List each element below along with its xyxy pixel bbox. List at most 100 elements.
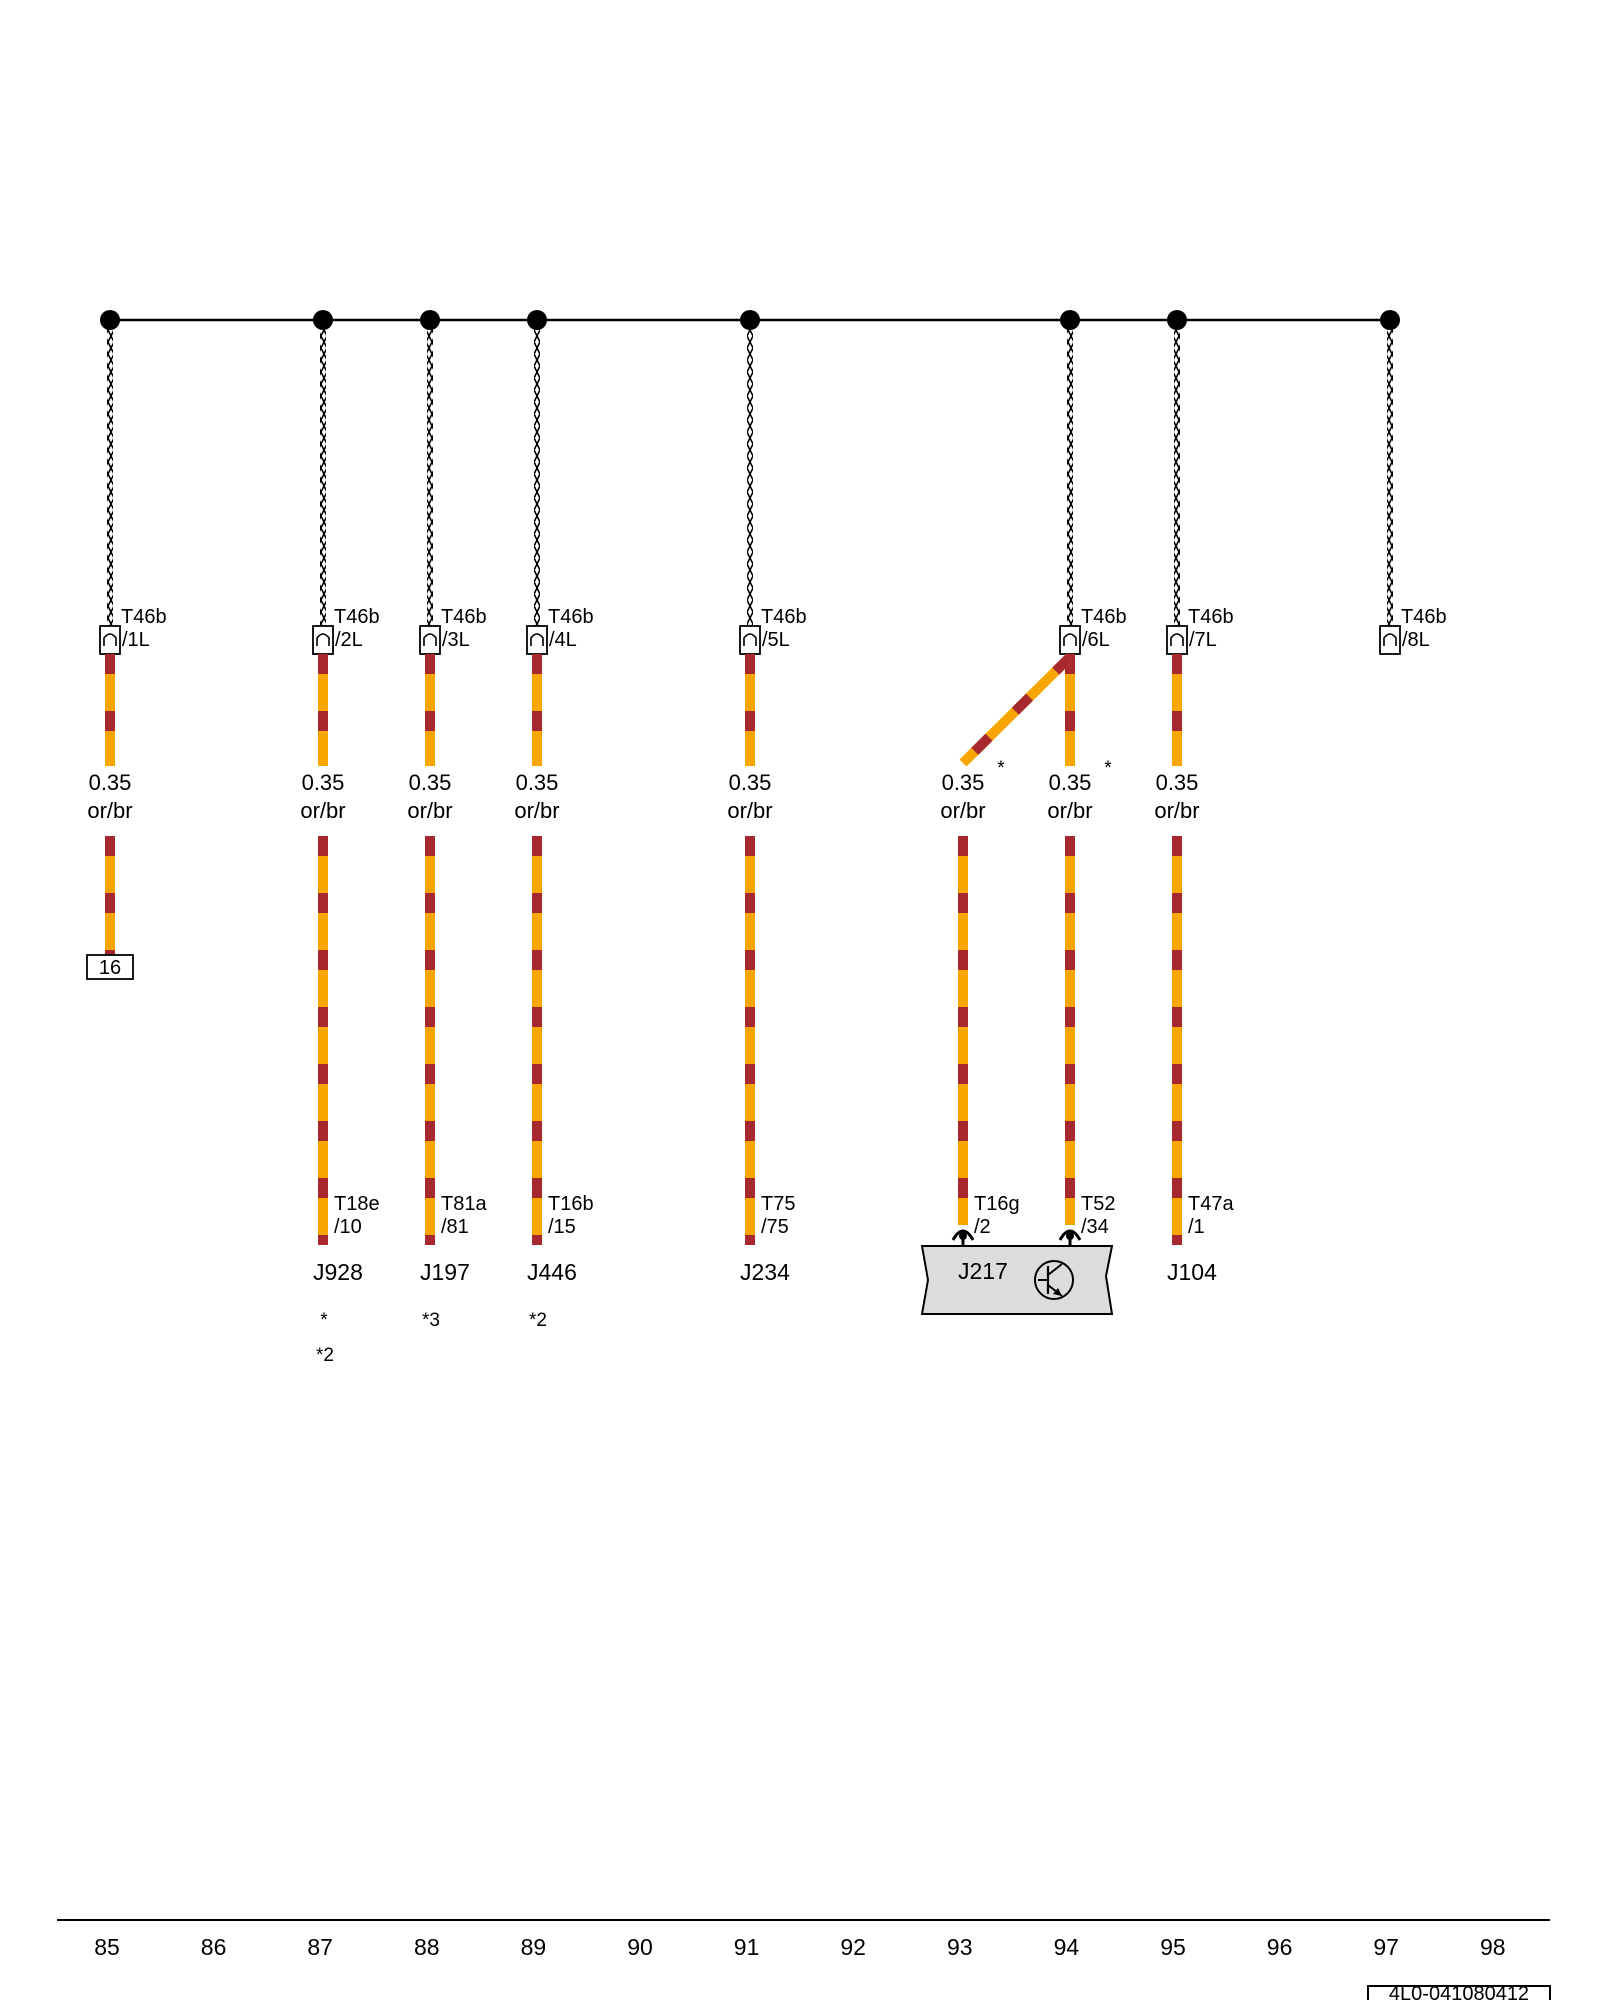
wire-8-size: 0.35 — [1156, 770, 1199, 795]
drop-label-6-pin: /6L — [1082, 629, 1110, 651]
drop-label-4-pin: /4L — [549, 629, 577, 651]
term-2-note-1: *3 — [422, 1310, 440, 1331]
twisted-drop-6 — [1067, 320, 1073, 628]
connector-housing-8 — [1379, 625, 1401, 655]
twisted-drop-7 — [1174, 320, 1180, 628]
term-5-connector: T16g — [974, 1193, 1020, 1215]
term-6-pin: /34 — [1081, 1216, 1109, 1238]
connector-pin-7 — [1170, 633, 1184, 646]
term-2-connector: T81a — [441, 1193, 487, 1215]
wire-7-color: or/br — [1047, 798, 1092, 823]
bus-node-1 — [100, 310, 120, 330]
drop-label-1-connector: T46b — [121, 606, 167, 628]
connector-pin-8 — [1383, 633, 1397, 646]
wire-6-size: 0.35 — [942, 770, 985, 795]
transistor-icon — [1034, 1260, 1074, 1300]
term-1-pin: /10 — [334, 1216, 362, 1238]
drop-label-7-connector: T46b — [1188, 606, 1234, 628]
term-2-component: J197 — [420, 1259, 470, 1285]
grid-number-96: 96 — [1267, 1934, 1293, 1960]
term-3-pin: /15 — [548, 1216, 576, 1238]
twisted-drop-2 — [320, 320, 326, 628]
term-3-connector: T16b — [548, 1193, 594, 1215]
grid-number-92: 92 — [840, 1934, 866, 1960]
module-pin-2 — [1058, 1229, 1082, 1241]
connector-pin-1 — [103, 633, 117, 646]
drop-label-1-pin: /1L — [122, 629, 150, 651]
wire-6-color: or/br — [940, 798, 985, 823]
bus-node-7 — [1167, 310, 1187, 330]
drawing-id-box — [1367, 1985, 1551, 2000]
term-1-component: J928 — [313, 1259, 363, 1285]
connector-pin-5 — [743, 633, 757, 646]
connector-housing-3 — [419, 625, 441, 655]
connector-housing-6 — [1059, 625, 1081, 655]
control-module-label: J217 — [958, 1258, 1008, 1284]
twisted-drop-5 — [747, 320, 753, 628]
connector-housing-4 — [526, 625, 548, 655]
term-1-note-1: * — [320, 1310, 328, 1331]
term-1-connector: T18e — [334, 1193, 380, 1215]
wire-7-mark: * — [1104, 758, 1112, 779]
drop-label-4-connector: T46b — [548, 606, 594, 628]
wire-5-size: 0.35 — [729, 770, 772, 795]
term-4-component: J234 — [740, 1259, 790, 1285]
wire-2-color: or/br — [300, 798, 345, 823]
connector-housing-5 — [739, 625, 761, 655]
grid-number-87: 87 — [307, 1934, 333, 1960]
drop-label-7-pin: /7L — [1189, 629, 1217, 651]
connector-pin-3 — [423, 633, 437, 646]
connector-housing-7 — [1166, 625, 1188, 655]
grid-number-93: 93 — [947, 1934, 973, 1960]
bus-node-6 — [1060, 310, 1080, 330]
term-3-note-1: *2 — [529, 1310, 547, 1331]
bus-drops — [99, 310, 1401, 655]
connector-pin-6 — [1063, 633, 1077, 646]
bus-node-2 — [313, 310, 333, 330]
grid-number-88: 88 — [414, 1934, 440, 1960]
wire-4-size: 0.35 — [516, 770, 559, 795]
term-2-pin: /81 — [441, 1216, 469, 1238]
term-5-pin: /2 — [974, 1216, 991, 1238]
drop-label-3-connector: T46b — [441, 606, 487, 628]
term-7-component: J104 — [1167, 1259, 1217, 1285]
grid-number-94: 94 — [1054, 1934, 1080, 1960]
drop-label-2-connector: T46b — [334, 606, 380, 628]
wire-5-color: or/br — [727, 798, 772, 823]
wire-1-color: or/br — [87, 798, 132, 823]
connector-pin-4 — [530, 633, 544, 646]
drawing-id: 4L0-041080412 — [1389, 1983, 1529, 2000]
drop-label-6-connector: T46b — [1081, 606, 1127, 628]
wire-2-size: 0.35 — [302, 770, 345, 795]
twisted-drop-8 — [1387, 320, 1393, 628]
bus-node-4 — [527, 310, 547, 330]
wire-3-size: 0.35 — [409, 770, 452, 795]
grid-number-90: 90 — [627, 1934, 653, 1960]
twisted-drop-3 — [427, 320, 433, 628]
connector-housing-1 — [99, 625, 121, 655]
termination-labels: T18e /10 J928 * *2 T81a /81 J197 *3 T16b… — [313, 1193, 1234, 1366]
term-3-component: J446 — [527, 1259, 577, 1285]
reference-box-label: 16 — [99, 957, 121, 979]
drop-label-8-connector: T46b — [1401, 606, 1447, 628]
wires — [105, 653, 1182, 1246]
wire-diagonal-branch-stripe — [959, 653, 1074, 767]
term-6-connector: T52 — [1081, 1193, 1115, 1215]
drop-label-8-pin: /8L — [1402, 629, 1430, 651]
bus-node-5 — [740, 310, 760, 330]
twisted-drop-4 — [534, 320, 540, 628]
term-7-pin: /1 — [1188, 1216, 1205, 1238]
twisted-drop-1 — [107, 320, 113, 628]
drop-label-5-pin: /5L — [762, 629, 790, 651]
module-pin-1 — [951, 1229, 975, 1241]
grid-number-97: 97 — [1373, 1934, 1399, 1960]
grid-number-85: 85 — [94, 1934, 120, 1960]
reference-box — [86, 954, 134, 980]
wire-4-color: or/br — [514, 798, 559, 823]
wire-3-color: or/br — [407, 798, 452, 823]
drop-label-3-pin: /3L — [442, 629, 470, 651]
grid-number-95: 95 — [1160, 1934, 1186, 1960]
grid-number-91: 91 — [734, 1934, 760, 1960]
drop-connector-labels: T46b /1L T46b /2L T46b /3L T46b /4L T46b… — [121, 606, 1447, 651]
